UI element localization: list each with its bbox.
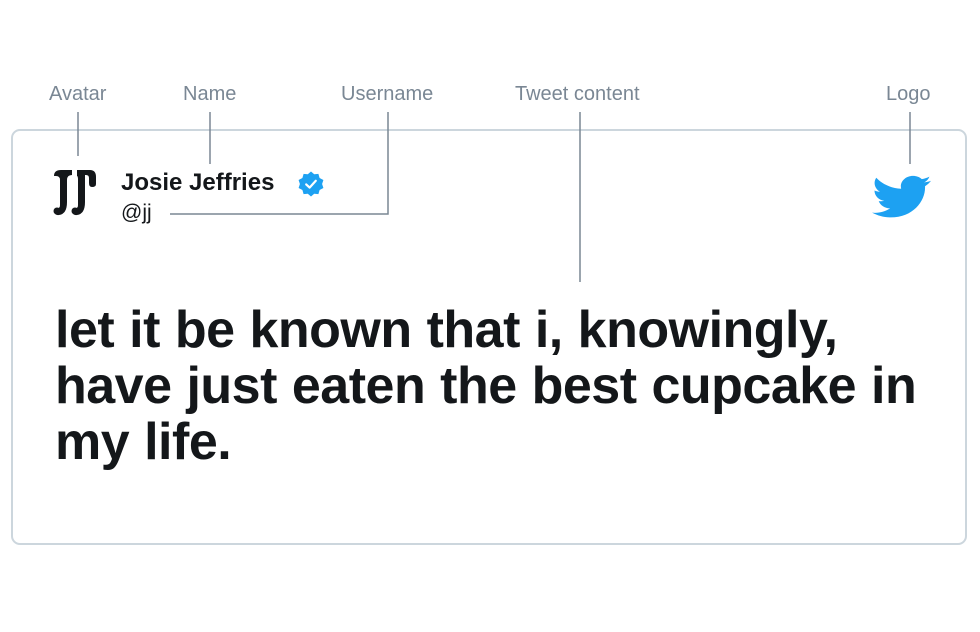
annotation-label-name: Name (183, 83, 237, 105)
twitter-bird-icon (872, 175, 932, 218)
annotation-label-username: Username (341, 83, 434, 105)
verified-badge-icon (297, 170, 325, 198)
tweet-text[interactable]: let it be known that i, knowingly, have … (55, 301, 917, 471)
display-name[interactable]: Josie Jeffries (121, 169, 275, 196)
annotation-label-logo: Logo (886, 83, 931, 105)
annotation-label-avatar: Avatar (49, 83, 107, 105)
twitter-logo[interactable] (872, 170, 932, 222)
annotation-label-tweet-content: Tweet content (515, 83, 640, 105)
jj-monogram-icon (53, 170, 96, 216)
username[interactable]: @jj (121, 201, 152, 224)
avatar[interactable] (52, 166, 98, 220)
